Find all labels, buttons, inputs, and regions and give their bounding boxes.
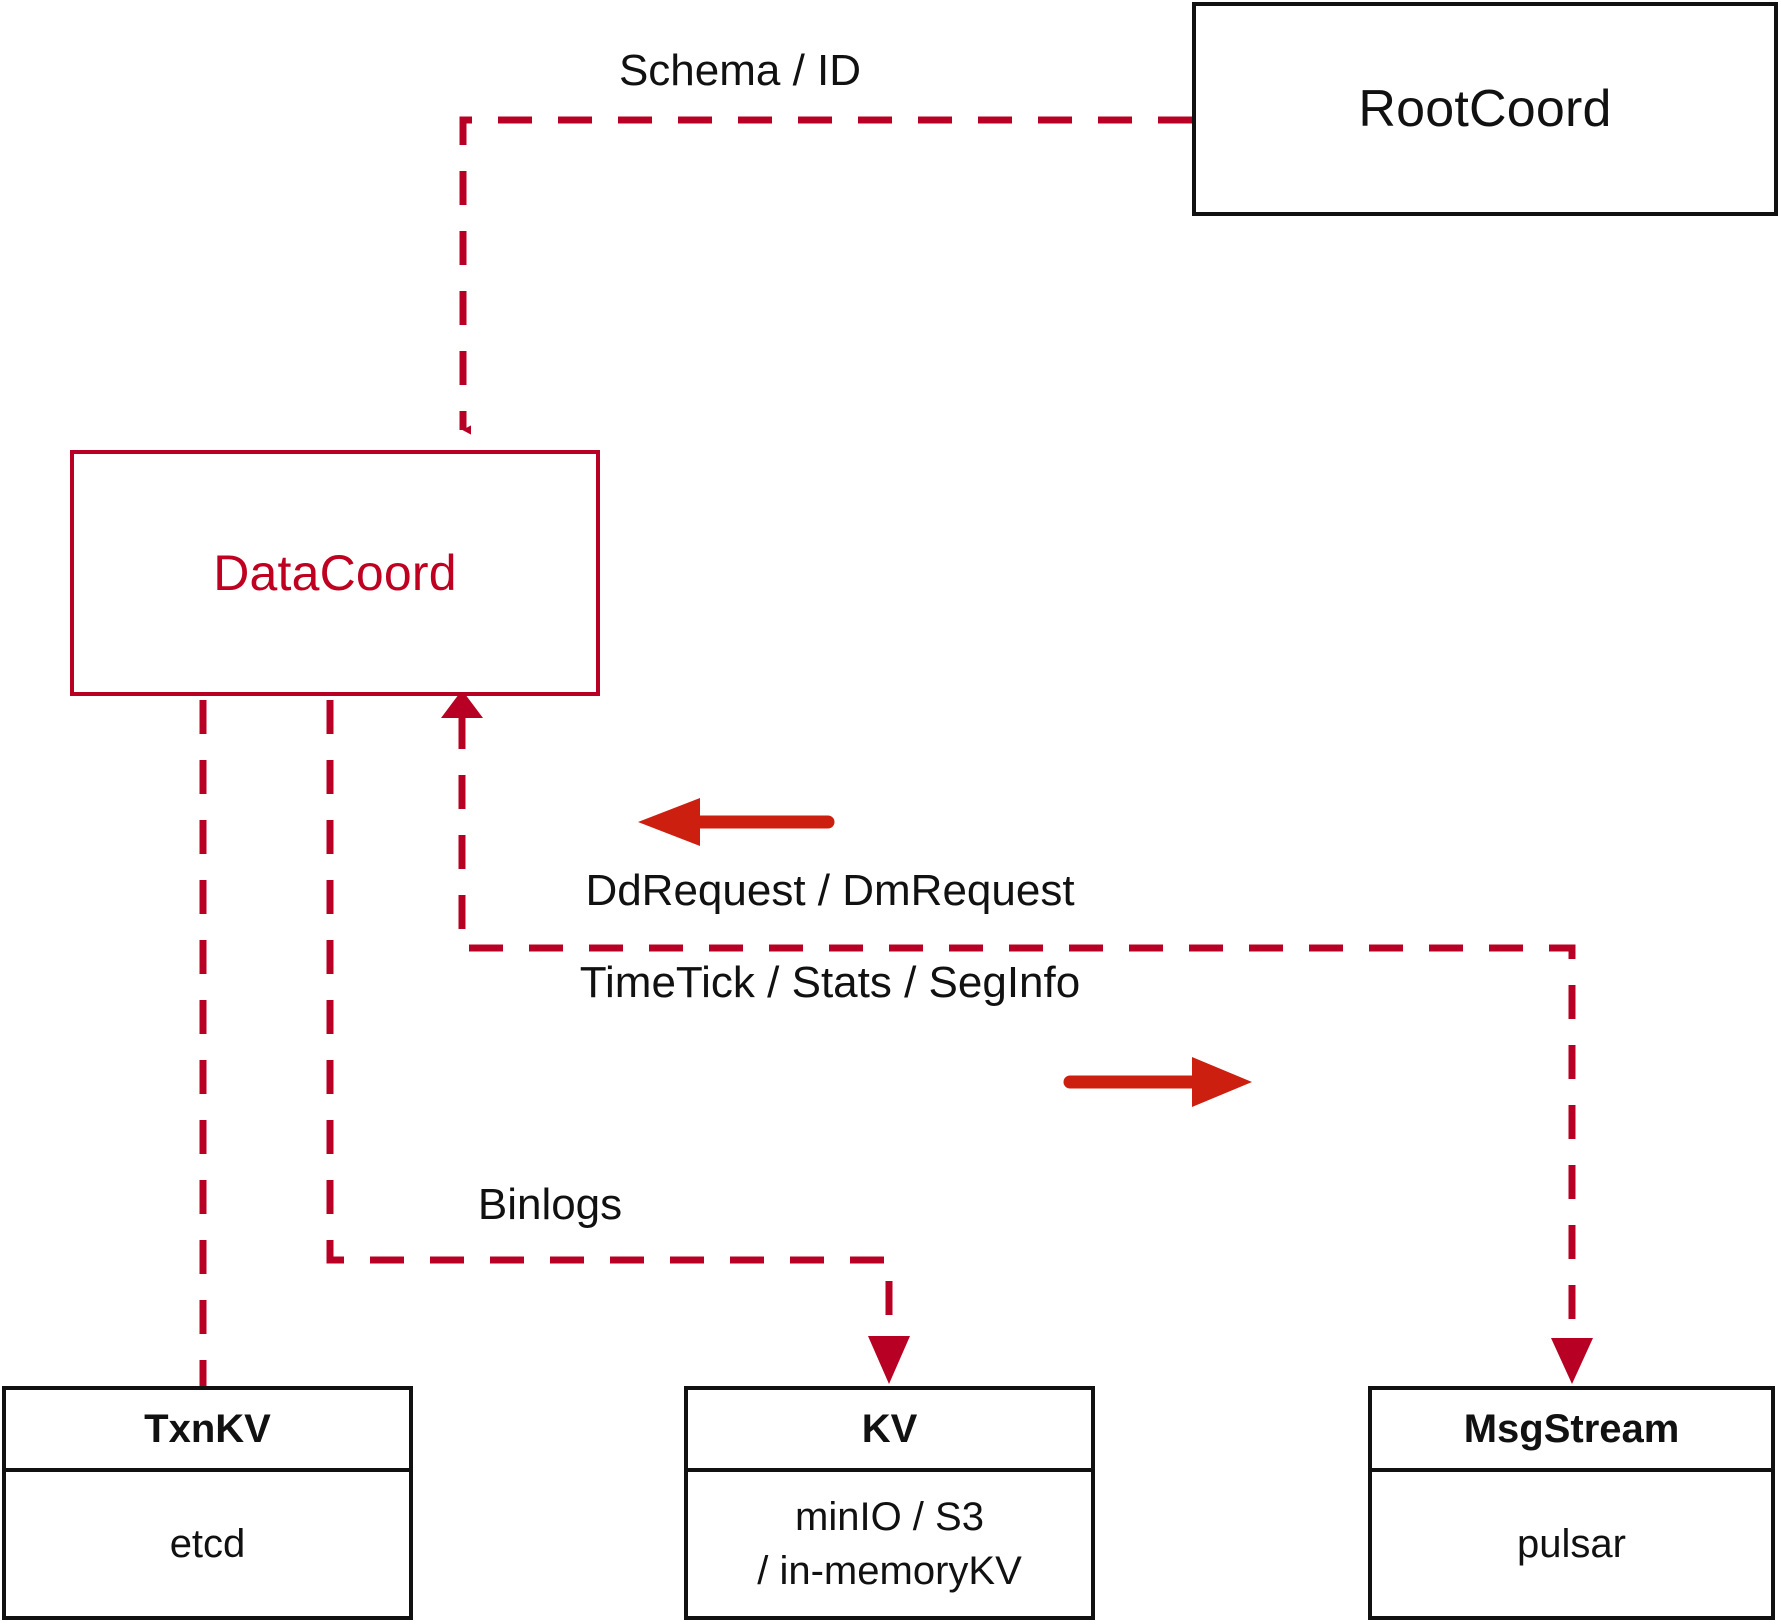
node-rootcoord[interactable]: RootCoord bbox=[1192, 2, 1778, 216]
node-datacoord[interactable]: DataCoord bbox=[70, 450, 600, 696]
edge-label-binlogs: Binlogs bbox=[477, 1180, 623, 1229]
edge-schema-id bbox=[459, 116, 1192, 435]
node-kv-impl-line2: / in-memoryKV bbox=[757, 1549, 1022, 1593]
node-txnkv-body: etcd bbox=[6, 1472, 409, 1616]
node-txnkv-title: TxnKV bbox=[6, 1390, 409, 1472]
edge-binlogs bbox=[326, 700, 910, 1384]
edge-label-ddrequest-dmrequest: DdRequest / DmRequest bbox=[585, 866, 1075, 915]
node-kv-title: KV bbox=[688, 1390, 1091, 1472]
node-msgstream-title: MsgStream bbox=[1372, 1390, 1771, 1472]
node-msgstream[interactable]: MsgStream pulsar bbox=[1368, 1386, 1775, 1620]
edge-msgstream-bus bbox=[441, 690, 1593, 1384]
edge-label-timetick-stats-seginfo: TimeTick / Stats / SegInfo bbox=[579, 958, 1081, 1007]
node-kv[interactable]: KV minIO / S3 / in-memoryKV bbox=[684, 1386, 1095, 1620]
node-datacoord-label: DataCoord bbox=[213, 545, 457, 601]
node-kv-body: minIO / S3 / in-memoryKV bbox=[688, 1472, 1091, 1616]
node-msgstream-body: pulsar bbox=[1372, 1472, 1771, 1616]
node-txnkv-impl-line1: etcd bbox=[169, 1522, 246, 1566]
edge-label-schema-id: Schema / ID bbox=[618, 46, 862, 95]
node-kv-impl-line1: minIO / S3 bbox=[795, 1495, 984, 1539]
node-msgstream-impl-line1: pulsar bbox=[1517, 1522, 1626, 1566]
arrow-ddrequest-dmrequest bbox=[638, 798, 835, 846]
node-rootcoord-label: RootCoord bbox=[1358, 80, 1612, 138]
arrow-timetick-stats-seginfo bbox=[1063, 1057, 1252, 1107]
node-txnkv[interactable]: TxnKV etcd bbox=[2, 1386, 413, 1620]
